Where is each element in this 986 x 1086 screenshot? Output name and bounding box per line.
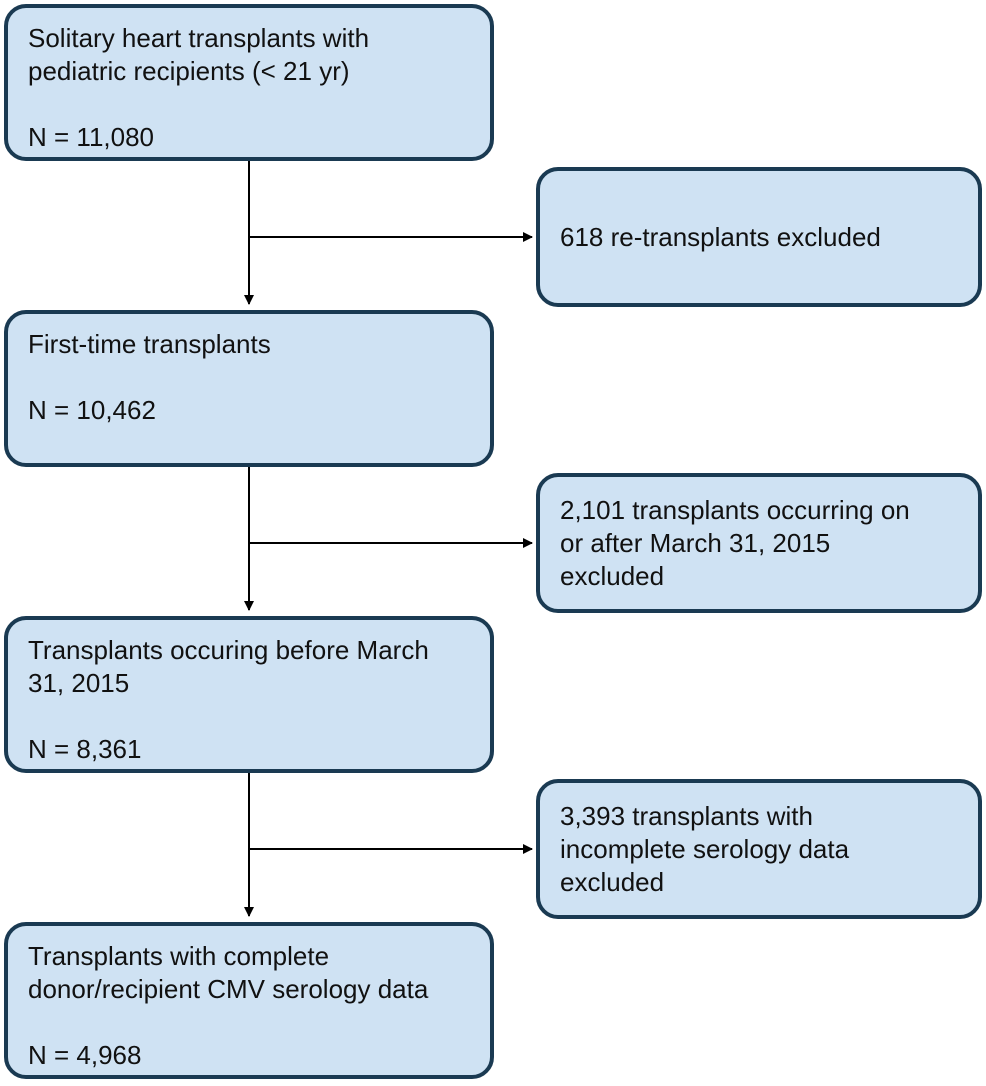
exclusion-box-after-date: 2,101 transplants occurring on or after … xyxy=(536,473,982,613)
box-count: N = 11,080 xyxy=(28,122,155,152)
cohort-box-final: Transplants with complete donor/recipien… xyxy=(4,922,494,1079)
exclusion-box-incomplete-serology: 3,393 transplants with incomplete serolo… xyxy=(536,779,982,919)
box-count: N = 8,361 xyxy=(28,734,142,764)
cohort-box-initial: Solitary heart transplants with pediatri… xyxy=(4,4,494,161)
exclusion-box-retransplants: 618 re-transplants excluded xyxy=(536,167,982,307)
box-text-line: pediatric recipients (< 21 yr) xyxy=(28,56,350,86)
box-text-line: 2,101 transplants occurring on xyxy=(560,494,910,525)
cohort-box-before-date: Transplants occuring before March 31, 20… xyxy=(4,616,494,773)
box-text-line: or after March 31, 2015 xyxy=(560,527,831,558)
box-text-line: Solitary heart transplants with xyxy=(28,23,370,53)
box-text-line: Transplants with complete xyxy=(28,941,330,971)
box-text-line: excluded xyxy=(560,866,665,897)
box-text-line: excluded xyxy=(560,560,665,591)
box-text-line: Transplants occuring before March xyxy=(28,635,429,665)
box-count: N = 10,462 xyxy=(28,395,156,425)
box-text-line: incomplete serology data xyxy=(560,833,850,864)
box-text-line: 31, 2015 xyxy=(28,668,130,698)
box-text-line: donor/recipient CMV serology data xyxy=(28,974,429,1004)
box-text-line: First-time transplants xyxy=(28,329,271,359)
box-text-line: 3,393 transplants with xyxy=(560,800,813,831)
box-count: N = 4,968 xyxy=(28,1040,142,1070)
cohort-box-first-time: First-time transplants N = 10,462 xyxy=(4,310,494,467)
box-text-line: 618 re-transplants excluded xyxy=(560,221,881,252)
